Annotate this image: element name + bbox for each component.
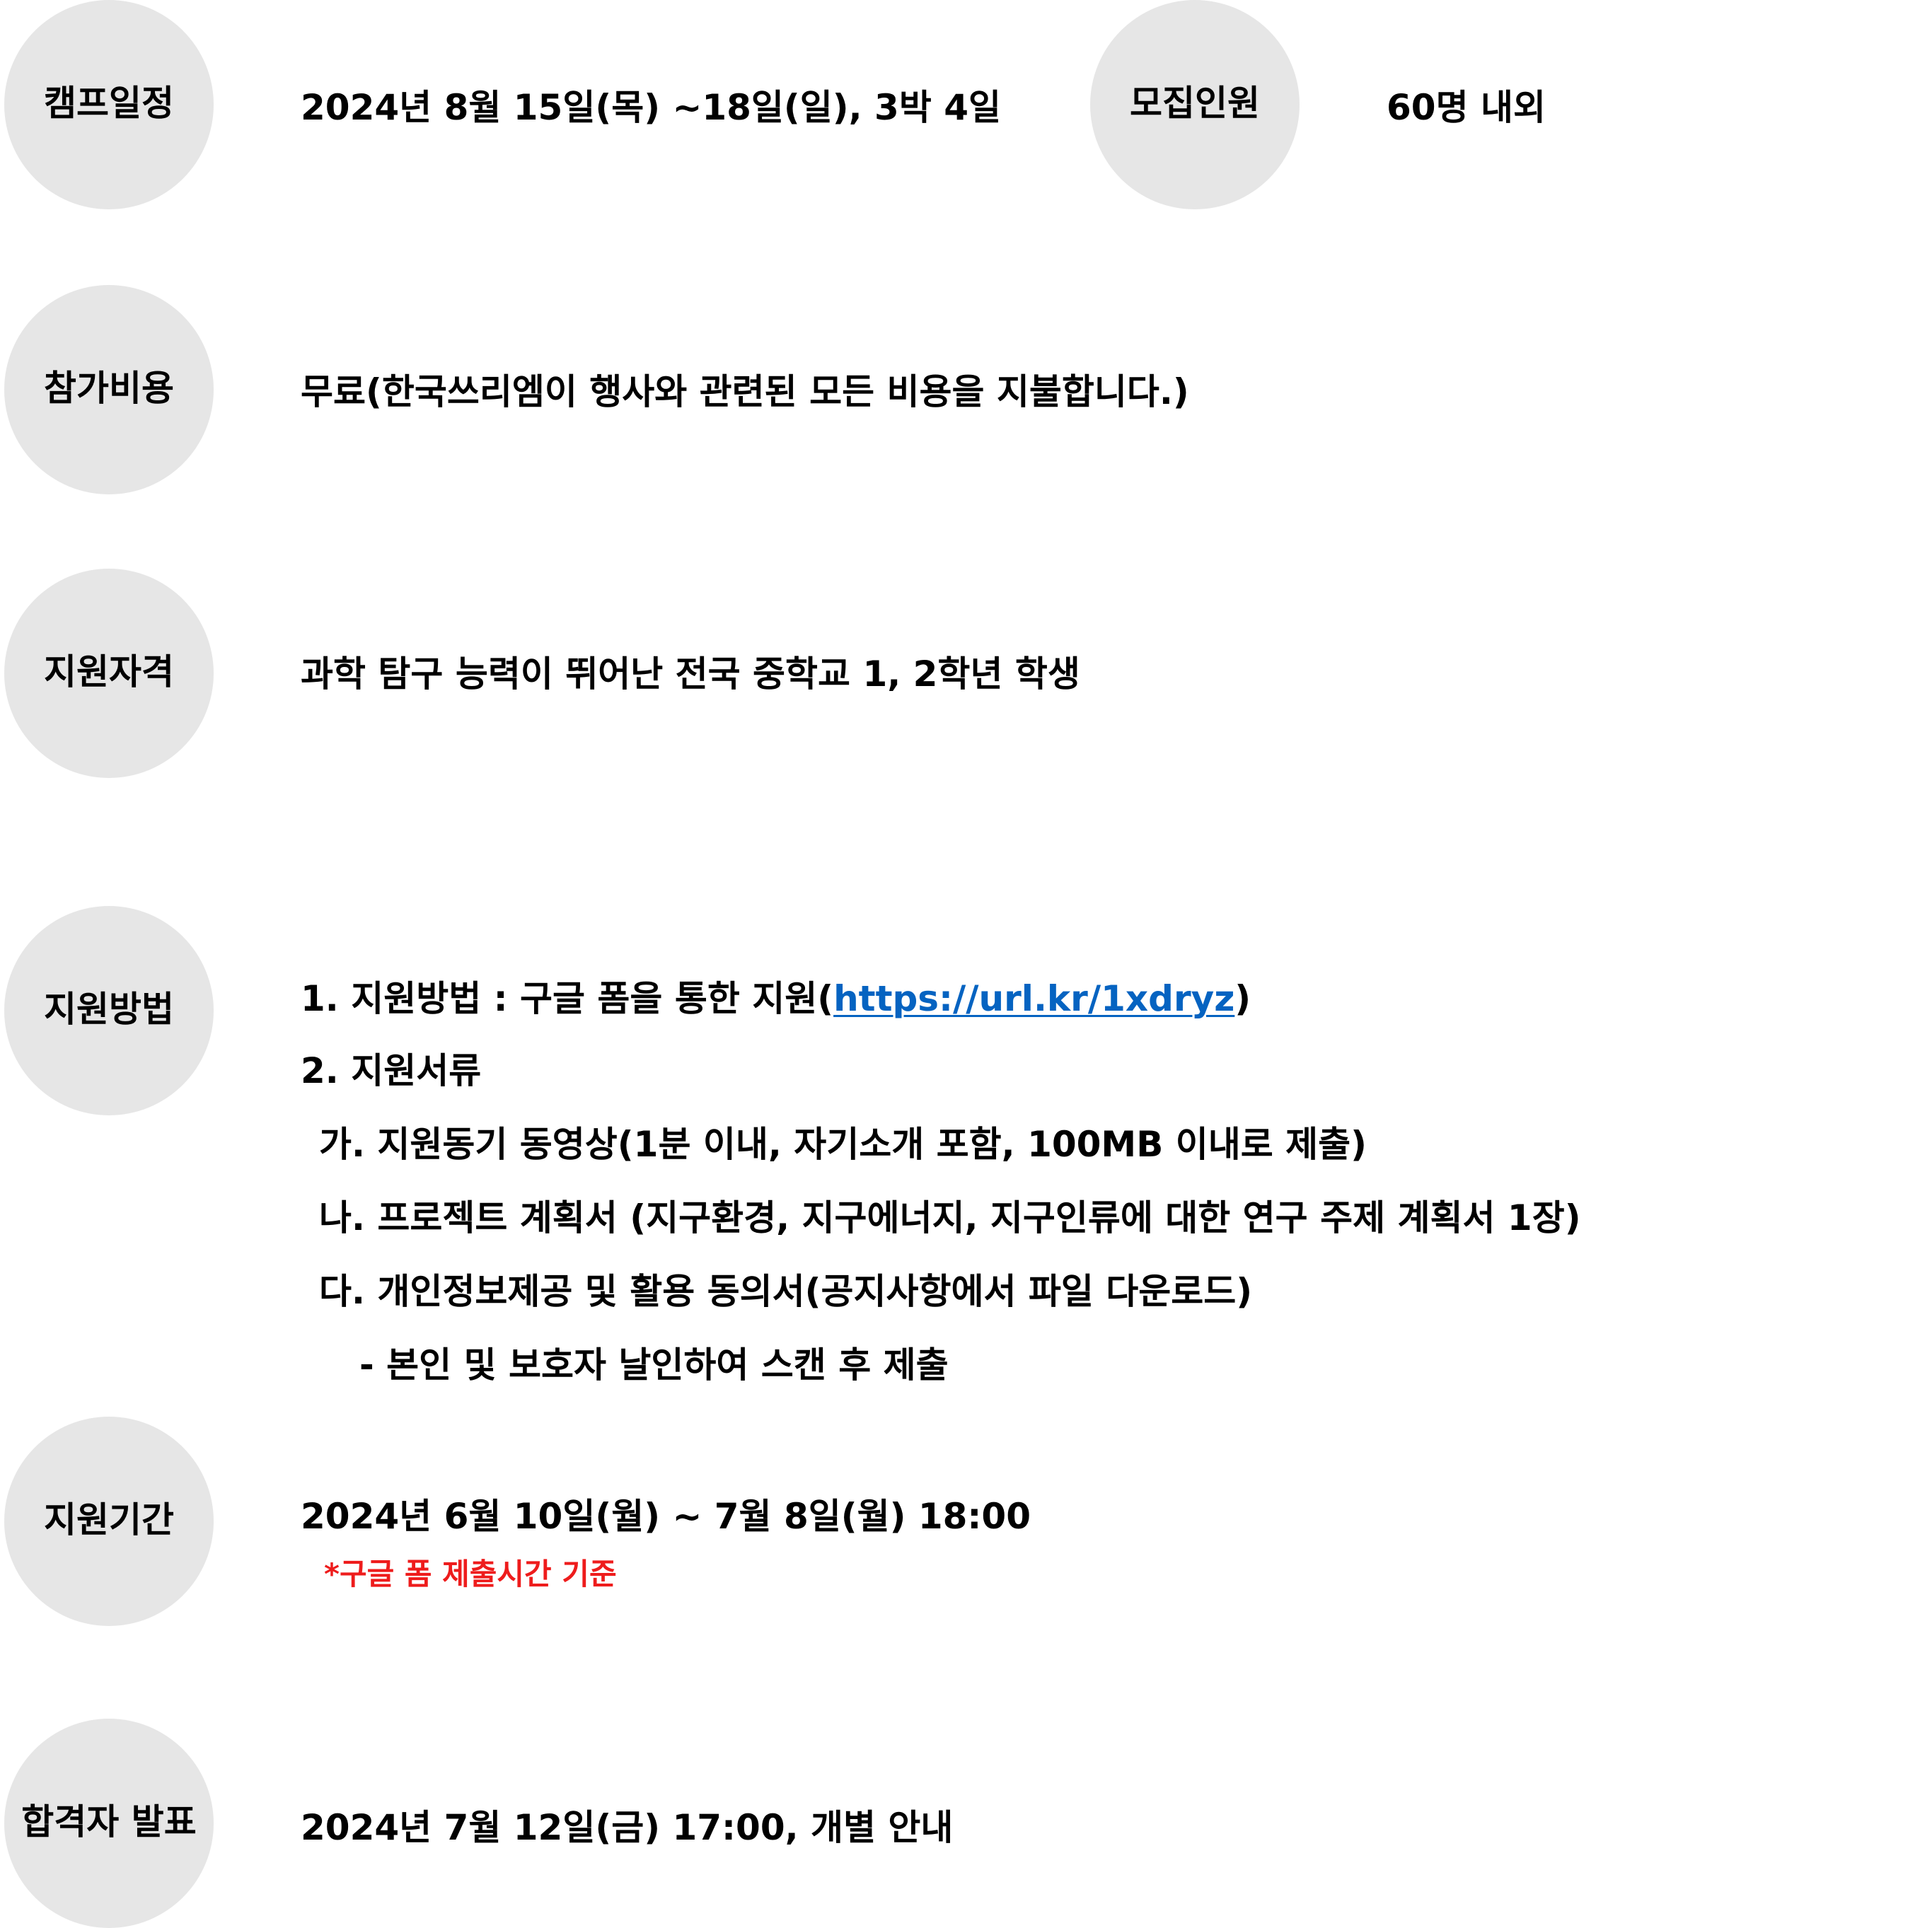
label-circle-method: 지원방법 [4, 906, 214, 1115]
label-circle-schedule: 캠프일정 [4, 0, 214, 209]
method-item-ga: 가. 지원동기 동영상(1분 이내, 자기소개 포함, 100MB 이내로 제출… [319, 1124, 1367, 1165]
announcement-label: 합격자 발표 [21, 1801, 197, 1842]
schedule-value: 2024년 8월 15일(목) ~18일(일), 3박 4일 [301, 87, 1002, 128]
label-circle-period: 지원기간 [4, 1417, 214, 1626]
method-label: 지원방법 [44, 989, 174, 1030]
period-value: 2024년 6월 10일(월) ~ 7월 8일(월) 18:00 [301, 1496, 1031, 1537]
eligibility-label: 지원자격 [44, 651, 174, 692]
method-line-2: 2. 지원서류 [301, 1050, 482, 1091]
fee-label: 참가비용 [44, 368, 174, 409]
label-circle-eligibility: 지원자격 [4, 569, 214, 778]
announcement-value: 2024년 7월 12일(금) 17:00, 개별 안내 [301, 1807, 954, 1848]
method-line-1-close: ) [1234, 978, 1251, 1019]
period-label: 지원기간 [44, 1499, 174, 1540]
label-circle-recruit: 모집인원 [1090, 0, 1300, 209]
method-line-1: 1. 지원방법 : 구글 폼을 통한 지원(https://url.kr/1xd… [301, 977, 1251, 1020]
recruit-value: 60명 내외 [1387, 87, 1546, 128]
fee-value: 무료(한국쓰리엠이 행사와 관련된 모든 비용을 지불합니다.) [301, 371, 1189, 412]
recruit-label: 모집인원 [1130, 83, 1260, 124]
method-line-1-text: 1. 지원방법 : 구글 폼을 통한 지원( [301, 978, 834, 1019]
method-item-da-sub: - 본인 및 보호자 날인하여 스캔 후 제출 [359, 1345, 949, 1386]
application-form-link[interactable]: https://url.kr/1xdryz [833, 978, 1235, 1019]
period-note: *구글 폼 제출시간 기준 [324, 1557, 617, 1591]
schedule-label: 캠프일정 [44, 83, 174, 124]
method-item-da: 다. 개인정보제공 및 활용 동의서(공지사항에서 파일 다운로드) [319, 1271, 1253, 1312]
method-item-na: 나. 프로젝트 계획서 (지구환경, 지구에너지, 지구인류에 대한 연구 주제… [319, 1197, 1581, 1238]
label-circle-fee: 참가비용 [4, 285, 214, 494]
eligibility-value: 과학 탐구 능력이 뛰어난 전국 중학교 1, 2학년 학생 [301, 654, 1080, 695]
label-circle-announcement: 합격자 발표 [4, 1719, 214, 1928]
